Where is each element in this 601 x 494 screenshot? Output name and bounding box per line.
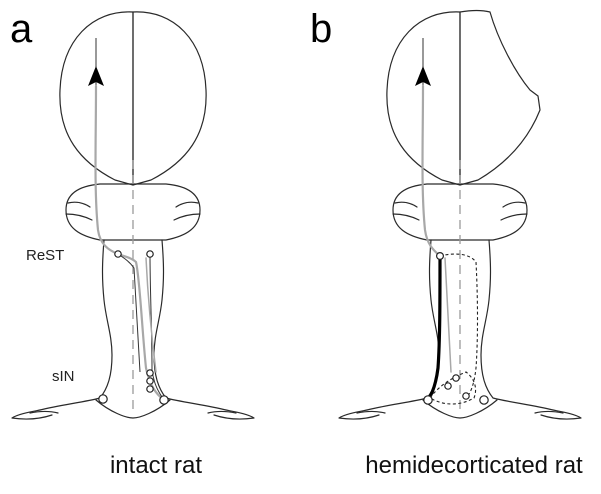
panel-b-letter: b: [310, 7, 332, 51]
panel-a-caption: intact rat: [110, 452, 202, 479]
lesioned-right-hemisphere: [460, 11, 540, 186]
rest-label: ReST: [26, 247, 64, 264]
corticospinal-tract: [423, 86, 441, 256]
panel-a-letter: a: [10, 7, 33, 51]
panel-b-caption: hemidecorticated rat: [365, 452, 583, 479]
sin-label: sIN: [52, 368, 75, 385]
right-hemisphere: [133, 12, 206, 185]
panel-b: b hemidecorticated ra: [310, 7, 583, 479]
panel-a: a ReST sIN: [10, 7, 254, 479]
